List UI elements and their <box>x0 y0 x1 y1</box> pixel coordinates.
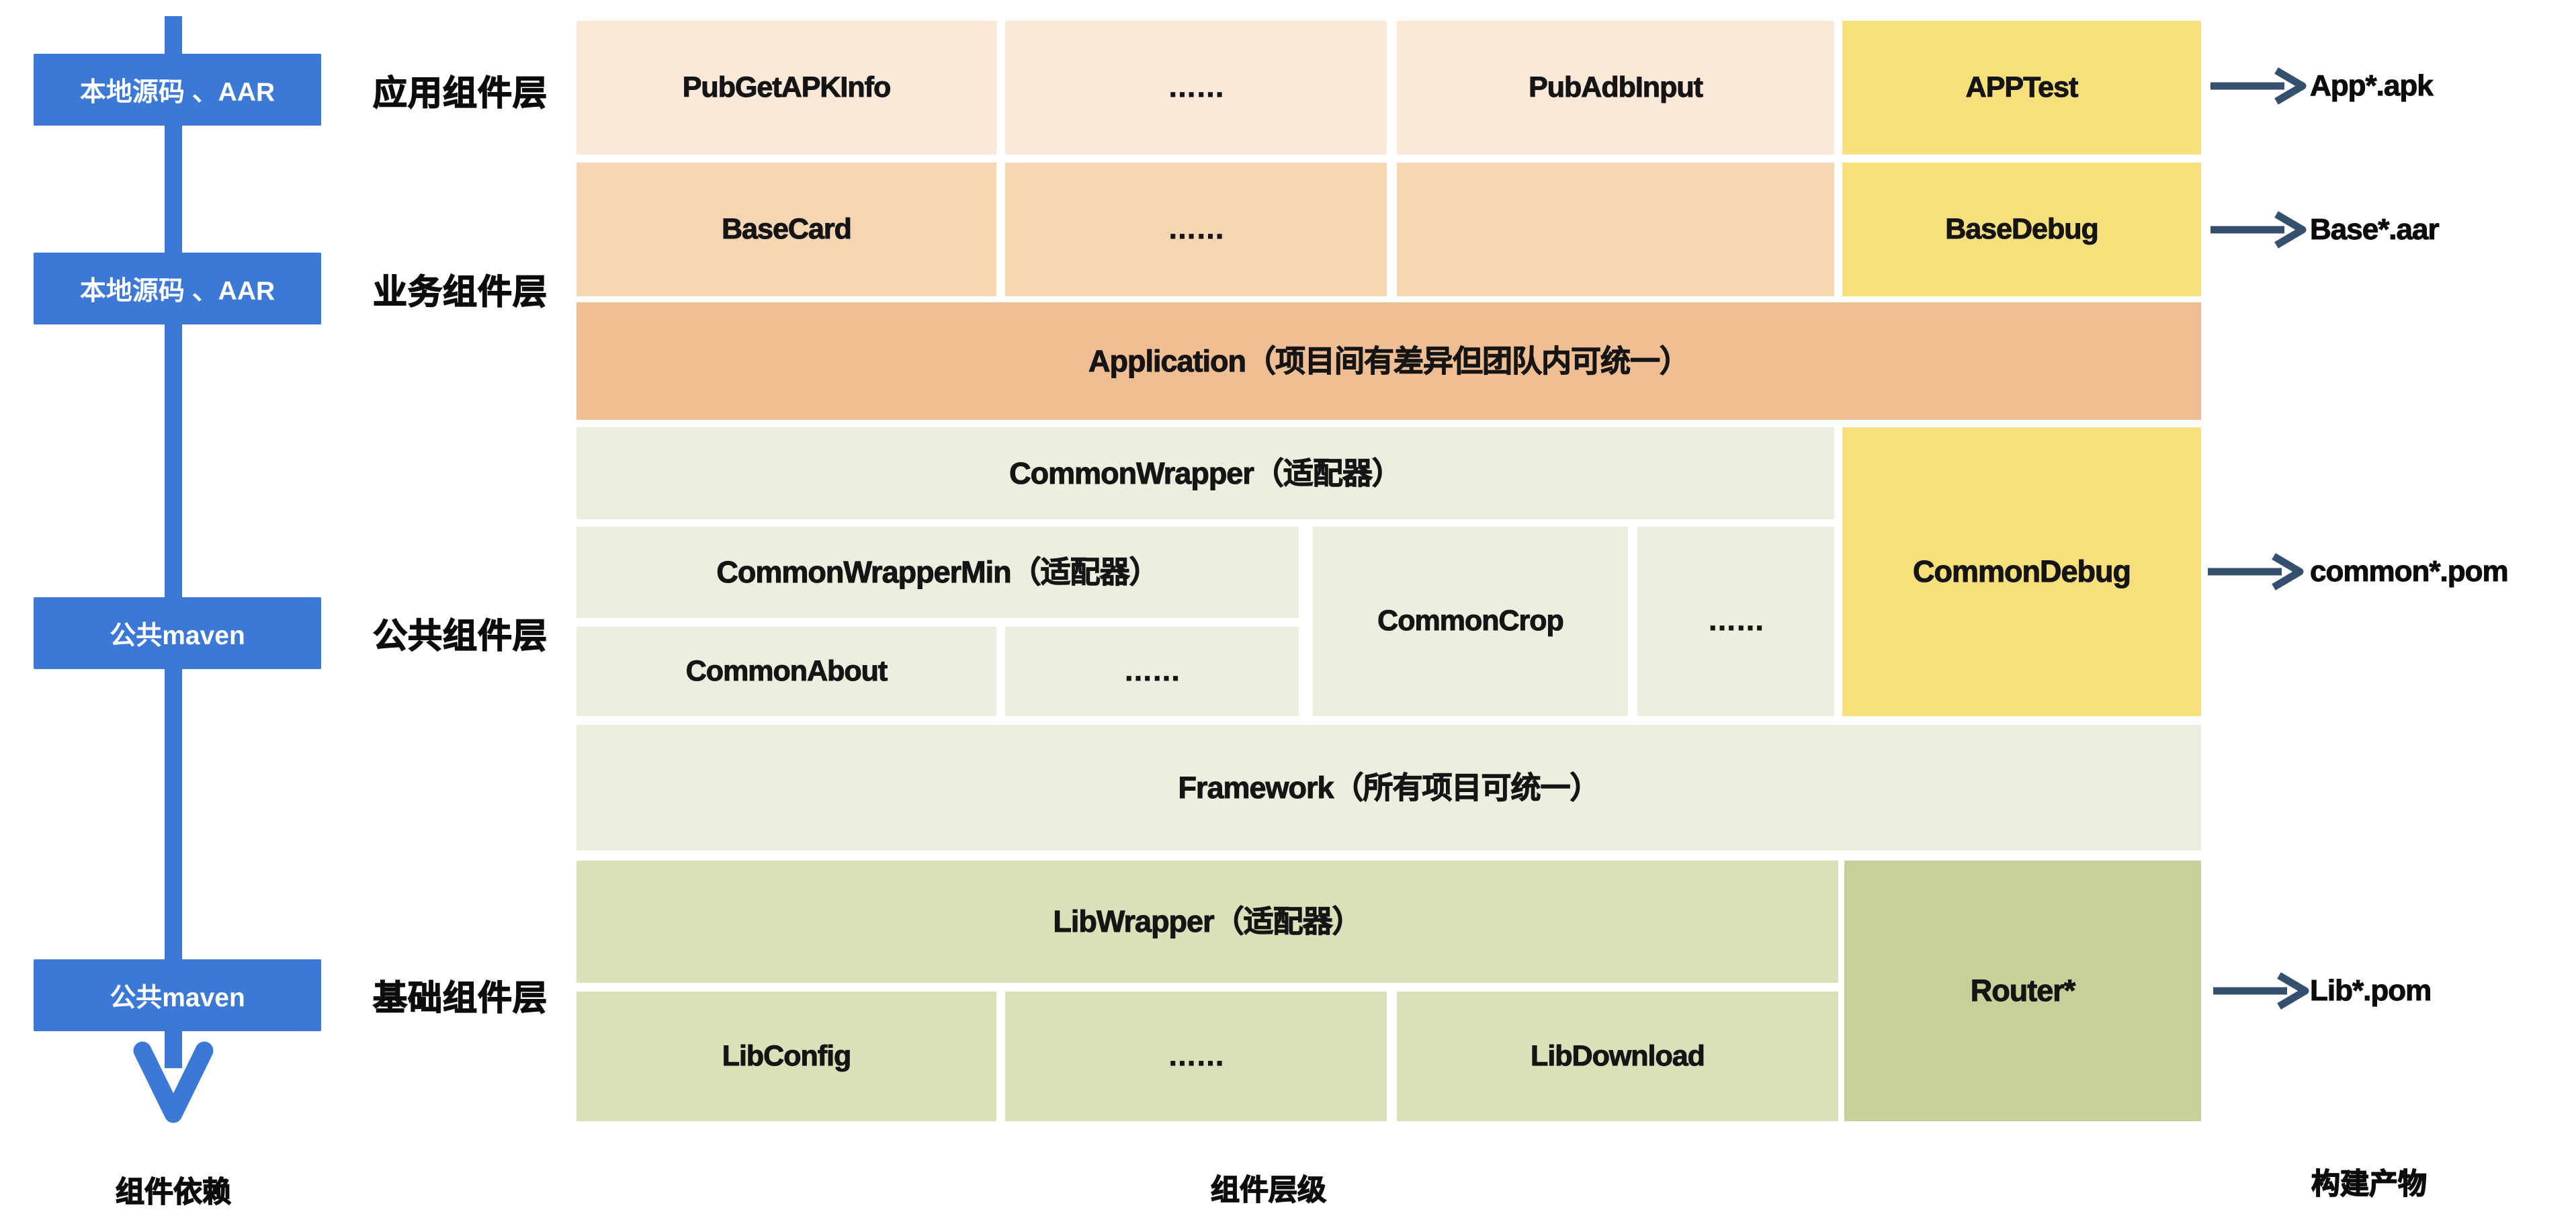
grid-cell-base-empty <box>1397 163 1834 296</box>
artifact-common-pom: common*.pom <box>2310 555 2509 588</box>
arrow-right-icon <box>2213 972 2309 1010</box>
grid-cell-application: Application（项目间有差异但团队内可统一） <box>576 302 2201 420</box>
grid-cell-router: Router* <box>1844 861 2201 1121</box>
grid-cell-base-ellipsis: …… <box>1005 163 1387 296</box>
arrow-shaft <box>165 16 182 1068</box>
grid-cell-basedebug: BaseDebug <box>1842 163 2201 296</box>
caption-component-dependency: 组件依赖 <box>115 1176 232 1209</box>
grid-cell-commonwrappermin: CommonWrapperMin（适配器） <box>576 527 1299 618</box>
grid-cell-lib-ellipsis: …… <box>1005 992 1387 1121</box>
layer-label-base: 业务组件层 <box>372 272 548 312</box>
grid-cell-apptest: APPTest <box>1842 21 2201 155</box>
dependency-box-base: 本地源码 、AAR <box>34 253 321 324</box>
layer-label-common: 公共组件层 <box>372 616 548 656</box>
dependency-box-app: 本地源码 、AAR <box>34 54 321 126</box>
grid-cell-libconfig: LibConfig <box>576 992 996 1121</box>
grid-cell-commondebug: CommonDebug <box>1842 427 2201 716</box>
grid-cell-commonwrapper: CommonWrapper（适配器） <box>576 427 1834 519</box>
artifact-app-apk: App*.apk <box>2310 69 2434 103</box>
arrow-right-icon <box>2210 67 2307 105</box>
artifact-base-aar: Base*.aar <box>2310 213 2440 247</box>
dependency-flow-arrow <box>133 16 214 1123</box>
caption-build-artifacts: 构建产物 <box>2311 1168 2428 1201</box>
artifact-lib-pom: Lib*.pom <box>2310 974 2432 1008</box>
grid-cell-commoncrop: CommonCrop <box>1313 527 1628 716</box>
grid-cell-basecard: BaseCard <box>576 163 996 296</box>
dependency-box-lib: 公共maven <box>34 959 321 1031</box>
grid-cell-libwrapper: LibWrapper（适配器） <box>576 861 1838 983</box>
grid-cell-commonabout: CommonAbout <box>576 627 996 716</box>
grid-cell-framework: Framework（所有项目可统一） <box>576 725 2201 850</box>
layer-label-lib: 基础组件层 <box>372 978 548 1018</box>
grid-cell-libdownload: LibDownload <box>1397 992 1838 1121</box>
grid-cell-pubgetapkinfo: PubGetAPKInfo <box>576 21 996 155</box>
dependency-box-common: 公共maven <box>34 597 321 669</box>
grid-cell-commoncrop-ellipsis: …… <box>1637 527 1834 716</box>
layer-label-app: 应用组件层 <box>372 73 548 113</box>
arrow-head-down-icon <box>133 1041 214 1123</box>
caption-component-hierarchy: 组件层级 <box>1210 1174 1327 1207</box>
grid-cell-pubadbinput: PubAdbInput <box>1397 21 1834 155</box>
arrow-right-icon <box>2210 211 2307 249</box>
grid-cell-app-ellipsis: …… <box>1005 21 1387 155</box>
arrow-right-icon <box>2208 553 2304 591</box>
grid-cell-commonabout-ellipsis: …… <box>1005 627 1299 716</box>
